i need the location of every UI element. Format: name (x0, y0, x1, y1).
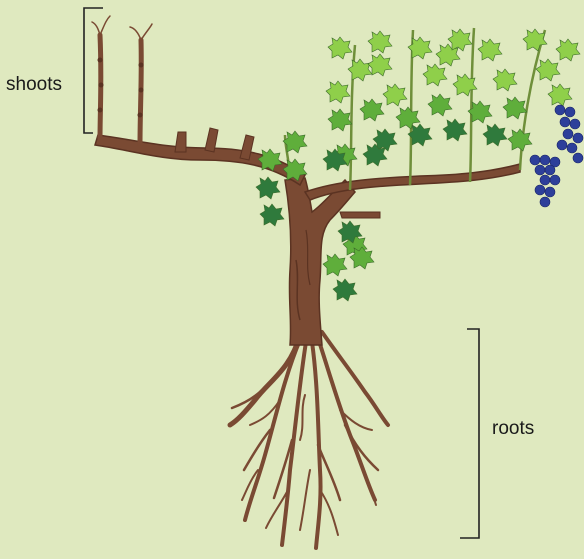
roots-bracket (460, 328, 480, 539)
shoots-bracket (83, 7, 103, 134)
left-spurs (174, 127, 255, 161)
shoots-label: shoots (6, 74, 62, 95)
trunk (284, 177, 356, 346)
grape-cluster (529, 104, 584, 208)
dormant-shoots (91, 15, 153, 148)
roots-label: roots (492, 418, 535, 439)
left-cordon (94, 134, 306, 187)
roots (227, 330, 390, 550)
